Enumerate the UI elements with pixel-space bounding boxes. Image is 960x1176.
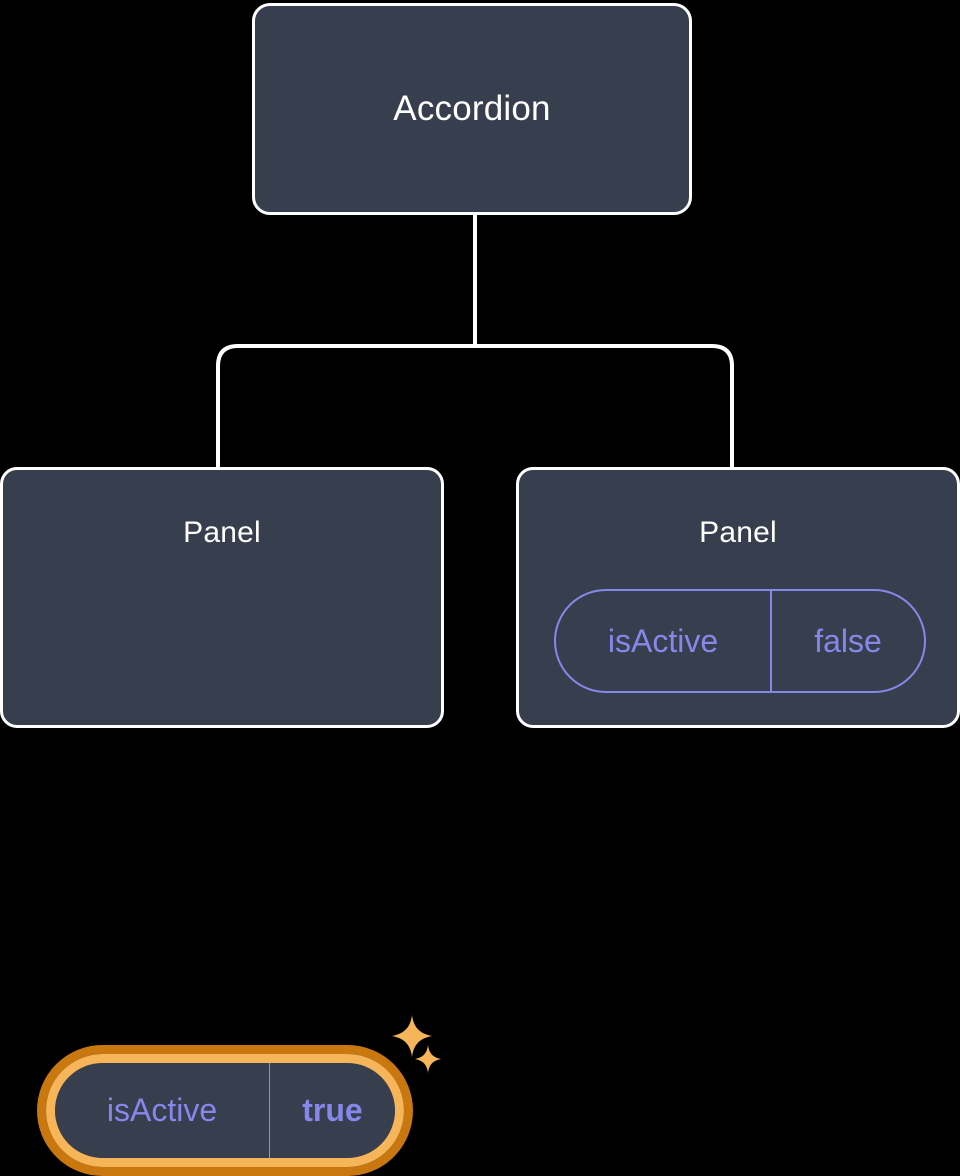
connector-rail xyxy=(216,344,734,470)
sparkle-icon xyxy=(392,1015,432,1057)
node-panel-active[interactable]: Panel isActive true xyxy=(0,467,444,1176)
diagram-canvas: Accordion Panel isActive true Panel isAc… xyxy=(0,3,960,1176)
node-accordion-label: Accordion xyxy=(393,89,551,128)
prop-value-isactive-inactive: false xyxy=(814,622,882,659)
node-panel-inactive-label: Panel xyxy=(699,516,777,549)
node-panel-active-label: Panel xyxy=(183,516,261,549)
prop-pill-active-body: isActive true xyxy=(55,1063,395,1158)
prop-key-isactive-inactive: isActive xyxy=(556,591,772,691)
node-accordion[interactable]: Accordion xyxy=(252,3,692,215)
prop-pill-inactive[interactable]: isActive false xyxy=(554,589,926,693)
prop-value-isactive-active: true xyxy=(302,1092,363,1128)
prop-key-isactive-active: isActive xyxy=(55,1063,270,1158)
prop-pill-active[interactable]: isActive true xyxy=(37,1045,413,1176)
sparkle-icon-small xyxy=(415,1045,441,1073)
